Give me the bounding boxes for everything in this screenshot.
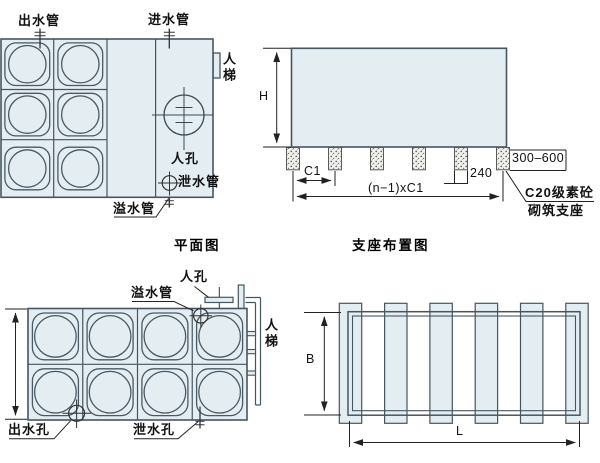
concrete-supports [286, 147, 510, 171]
plan-view-drawing [0, 28, 221, 218]
outlet-leader-line [9, 420, 71, 440]
label-inlet-pipe: 进水管 [148, 12, 191, 27]
label-support-width: 240 [470, 166, 493, 180]
overflow-stub-symbol [237, 284, 245, 310]
caption-support-elevation: 支座布置图 [352, 238, 430, 253]
label-height-h: H [259, 89, 269, 103]
overflow-hole-symbol [189, 304, 212, 328]
support-plan-drawing [304, 302, 589, 447]
label-spacing-c1: C1 [304, 164, 321, 178]
tank-footprint-outer [347, 310, 581, 416]
manhole-leader-line [194, 286, 209, 298]
support-height-bracket [510, 149, 567, 171]
label-total-span: (n−1)xC1 [368, 181, 424, 195]
overflow-leader-line [114, 198, 170, 218]
label-plan-ladder: 人梯 [220, 52, 236, 84]
tank-elevation [290, 47, 508, 148]
label-outlet-pipe: 出水管 [18, 13, 61, 28]
side-view-drawing [5, 284, 262, 440]
label-drain-hole: 泄水孔 [133, 422, 176, 437]
label-material-line1: C20级素砼 [525, 185, 594, 200]
drain-leader-line [134, 421, 199, 440]
support-width-dimension [444, 170, 468, 184]
tank-footprint-inner [351, 315, 577, 412]
label-plan-manhole: 人孔 [171, 151, 200, 166]
drain-pipe-symbol [158, 171, 182, 196]
label-overflow-pipe: 溢水管 [113, 201, 156, 216]
support-strips [338, 302, 589, 424]
label-side-manhole: 人孔 [180, 269, 209, 284]
caption-plan-view: 平面图 [174, 238, 221, 253]
label-drain-pipe: 泄水管 [178, 174, 221, 189]
label-side-overflow: 溢水管 [131, 285, 174, 300]
material-leader-line [505, 170, 594, 202]
support-elevation-drawing [263, 47, 594, 202]
label-material-line2: 砌筑支座 [528, 203, 585, 218]
manhole-cover-symbol [204, 296, 234, 304]
label-width-b: B [306, 352, 315, 366]
overflow-leader-line-side [132, 301, 194, 312]
outlet-hole-symbol [62, 399, 91, 428]
label-outlet-hole: 出水孔 [8, 422, 51, 437]
label-support-height-range: 300–600 [512, 151, 565, 165]
label-side-ladder: 人梯 [262, 318, 278, 350]
label-length-l: L [456, 424, 464, 438]
